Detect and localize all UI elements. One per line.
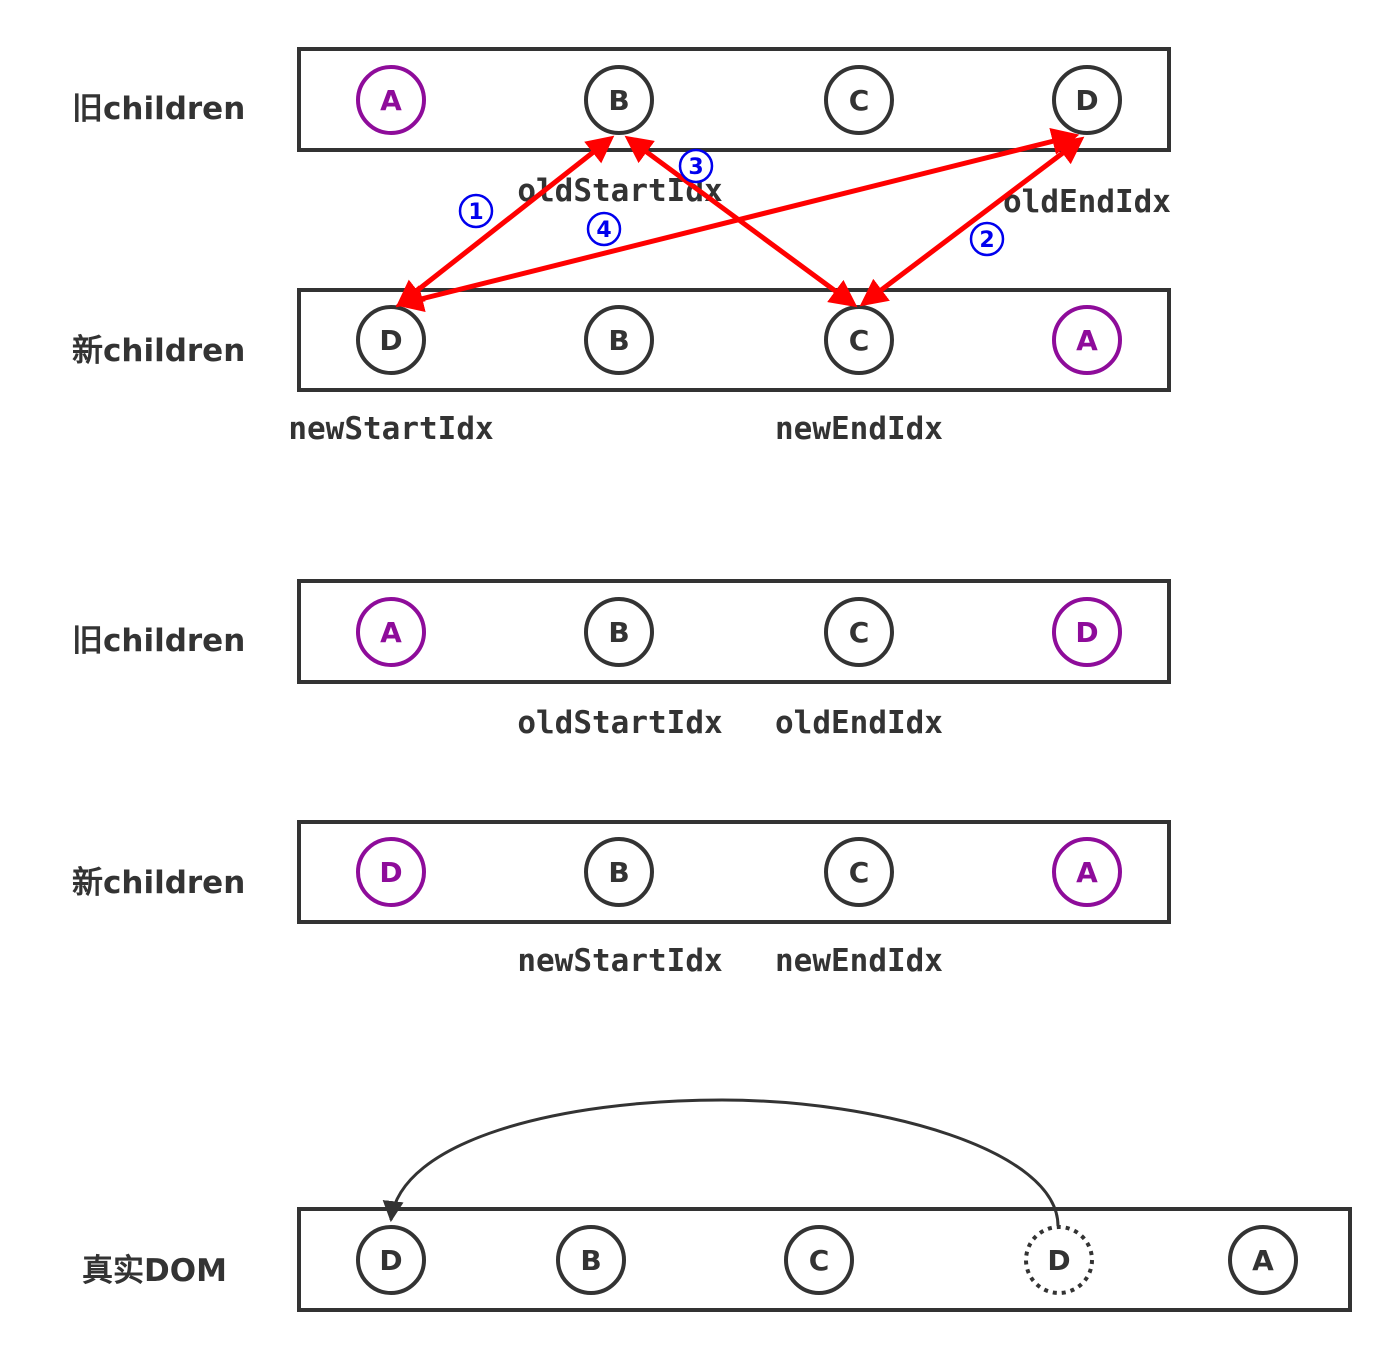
real-dom-node-a: A <box>1228 1225 1298 1295</box>
s2-new-end-idx-label: newEndIdx <box>775 943 943 979</box>
s1-old-node-c: C <box>824 65 894 135</box>
svg-text:2: 2 <box>979 228 994 253</box>
real-dom-node-d: D <box>356 1225 426 1295</box>
real-dom-node-c: C <box>784 1225 854 1295</box>
step-marker-1: 1 <box>458 193 494 229</box>
s1-new-node-a: A <box>1052 305 1122 375</box>
real-dom-node-letter: C <box>809 1244 830 1277</box>
s2-new-node-d: D <box>356 837 426 907</box>
step-marker-3: 3 <box>678 148 714 184</box>
s1-old-node-letter: B <box>608 84 629 117</box>
s2-new-node-a: A <box>1052 837 1122 907</box>
move-arrow <box>382 1098 1060 1227</box>
s2-new-start-idx-label: newStartIdx <box>517 943 722 979</box>
s2-old-nodes: A B C D <box>356 597 1122 667</box>
s2-old-node-letter: D <box>1075 616 1098 649</box>
s1-old-children-label: 旧children <box>72 91 245 127</box>
real-dom-node-letter: A <box>1252 1244 1274 1277</box>
s2-new-children-box <box>297 820 1171 924</box>
s1-new-node-d: D <box>356 305 426 375</box>
s1-new-node-letter: A <box>1076 324 1098 357</box>
s1-old-node-letter: C <box>849 84 870 117</box>
s1-old-node-d: D <box>1052 65 1122 135</box>
real-dom-section: 真实DOM D B C D A <box>82 1098 1352 1312</box>
svg-text:1: 1 <box>468 200 483 225</box>
s1-new-node-b: B <box>584 305 654 375</box>
real-dom-label: 真实DOM <box>82 1253 227 1289</box>
step-marker-2: 2 <box>969 221 1005 257</box>
s2-old-node-letter: B <box>608 616 629 649</box>
s2-old-node-letter: A <box>380 616 402 649</box>
s1-new-node-letter: C <box>849 324 870 357</box>
s1-old-nodes: A B C D <box>356 65 1122 135</box>
real-dom-node-b: B <box>556 1225 626 1295</box>
s2-old-node-b: B <box>584 597 654 667</box>
s2-old-children-label: 旧children <box>72 623 245 659</box>
s1-new-node-c: C <box>824 305 894 375</box>
s2-new-node-letter: D <box>379 856 402 889</box>
s2-new-node-b: B <box>584 837 654 907</box>
real-dom-node-letter: B <box>580 1244 601 1277</box>
s2-old-start-idx-label: oldStartIdx <box>517 705 722 741</box>
compare-arrow-4 <box>395 127 1080 313</box>
s2-old-node-c: C <box>824 597 894 667</box>
compare-arrow-2 <box>859 136 1085 307</box>
step-marker-4: 4 <box>586 211 622 247</box>
s1-old-node-letter: D <box>1075 84 1098 117</box>
s2-old-node-d: D <box>1052 597 1122 667</box>
s2-new-node-letter: B <box>608 856 629 889</box>
s1-new-node-letter: B <box>608 324 629 357</box>
section-2: 旧children A B C D oldStartIdx oldEndIdx 新ch… <box>72 579 1171 979</box>
svg-text:4: 4 <box>596 218 611 243</box>
s2-old-end-idx-label: oldEndIdx <box>775 705 943 741</box>
s1-new-node-letter: D <box>379 324 402 357</box>
s2-new-node-letter: A <box>1076 856 1098 889</box>
s2-new-node-letter: C <box>849 856 870 889</box>
svg-text:3: 3 <box>688 155 703 180</box>
s2-old-node-letter: C <box>849 616 870 649</box>
s1-new-start-idx-label: newStartIdx <box>288 411 493 447</box>
s1-new-children-box <box>297 288 1171 392</box>
s1-new-children-label: 新children <box>72 333 245 369</box>
s1-old-children-box <box>297 47 1171 152</box>
s2-new-node-c: C <box>824 837 894 907</box>
s2-old-node-a: A <box>356 597 426 667</box>
s1-old-end-idx-label: oldEndIdx <box>1003 184 1171 220</box>
s1-old-node-b: B <box>584 65 654 135</box>
s1-new-end-idx-label: newEndIdx <box>775 411 943 447</box>
real-dom-node-d: D <box>1024 1225 1094 1295</box>
s1-old-node-letter: A <box>380 84 402 117</box>
s2-old-children-box <box>297 579 1171 684</box>
real-dom-box <box>297 1207 1352 1312</box>
real-dom-node-letter: D <box>1047 1244 1070 1277</box>
real-dom-node-letter: D <box>379 1244 402 1277</box>
s1-old-node-a: A <box>356 65 426 135</box>
s2-new-children-label: 新children <box>72 865 245 901</box>
